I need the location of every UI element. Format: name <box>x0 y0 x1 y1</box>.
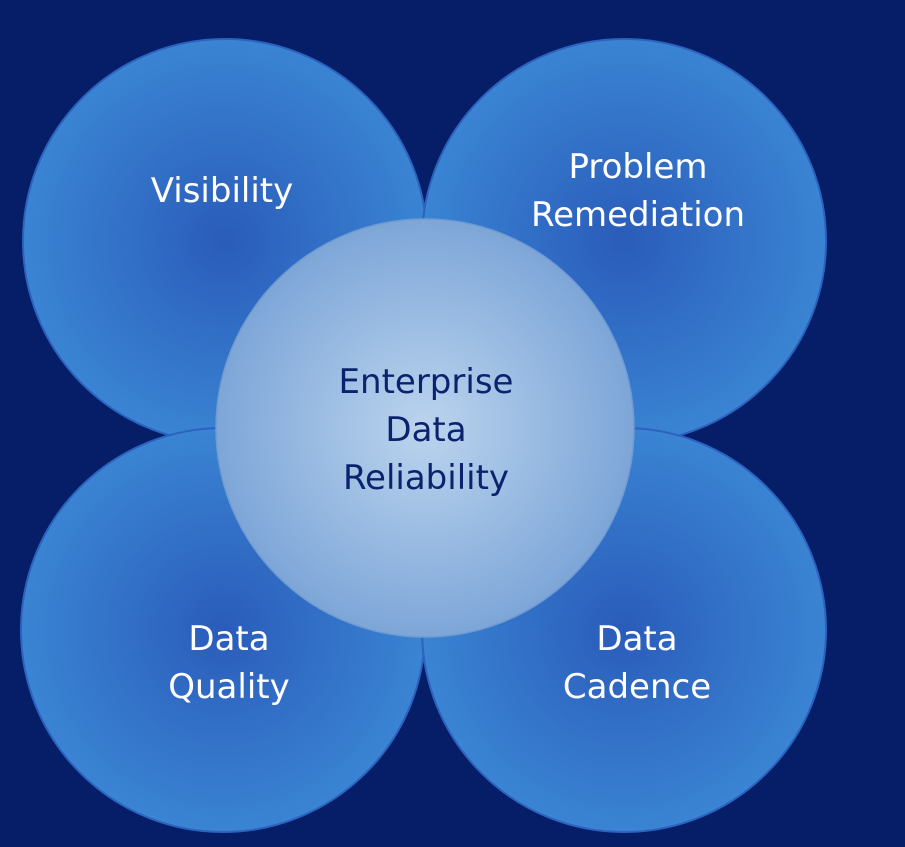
label-data-quality-line-2: Quality <box>168 667 290 707</box>
label-enterprise-data-reliability: Enterprise Data Reliability <box>339 358 514 502</box>
label-data-cadence: Data Cadence <box>563 615 711 711</box>
label-data-quality-line-1: Data <box>188 619 270 659</box>
label-visibility: Visibility <box>151 167 294 215</box>
circle-enterprise-data-reliability <box>215 218 635 638</box>
label-data-cadence-line-2: Cadence <box>562 667 712 707</box>
label-center-line-3: Reliability <box>342 458 510 498</box>
label-problem-remediation-line-2: Remediation <box>530 195 746 235</box>
label-problem-remediation: Problem Remediation <box>531 143 745 239</box>
label-center-line-1: Enterprise <box>338 362 514 402</box>
label-data-quality: Data Quality <box>168 615 290 711</box>
label-data-cadence-line-1: Data <box>596 619 678 659</box>
label-problem-remediation-line-1: Problem <box>568 147 708 187</box>
label-center-line-2: Data <box>385 410 467 450</box>
label-visibility-line-1: Visibility <box>150 171 294 211</box>
